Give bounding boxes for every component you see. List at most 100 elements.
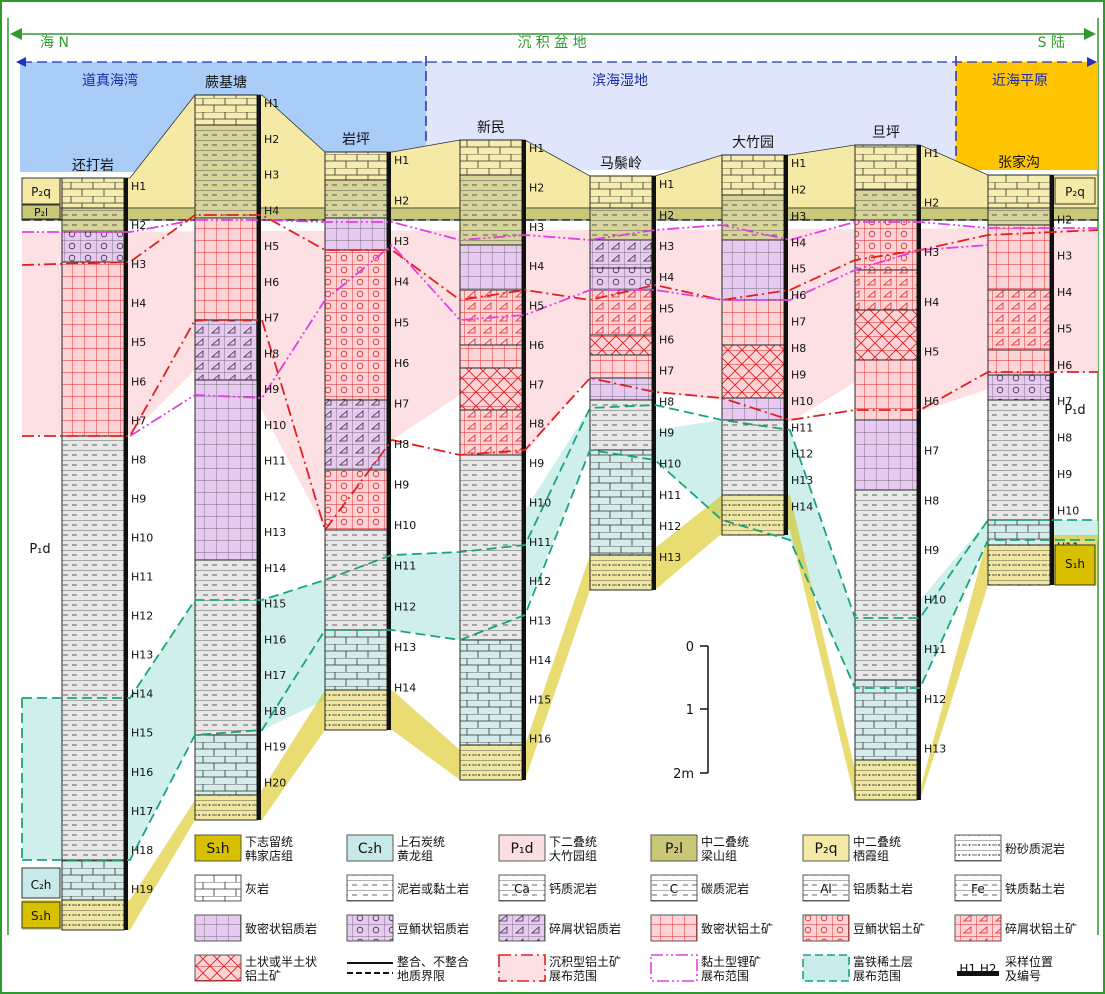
layer-pattern [589, 289, 653, 336]
layer-pattern [61, 207, 125, 221]
sample-label: H4 [264, 204, 279, 217]
sample-label: H5 [1057, 322, 1072, 335]
legend-text: 泥岩或黏土岩 [397, 881, 469, 896]
sample-label: H1 [529, 142, 544, 155]
section-name-juejitang: 蕨基塘 [205, 74, 247, 91]
p2q-tag-right: P₂q [1065, 185, 1085, 199]
sample-label: H9 [529, 457, 544, 470]
legend-text: 中二叠统 [853, 834, 901, 849]
section-column-dazhuyuan [721, 154, 788, 536]
sample-label: H1 [264, 97, 279, 110]
sample-label: H16 [264, 633, 286, 646]
layer-pattern [987, 224, 1051, 291]
sample-label: H12 [394, 600, 416, 613]
p2l-band [21, 207, 1099, 221]
sample-label: H17 [264, 669, 286, 682]
legend-code: P₁d [511, 841, 534, 857]
layer-pattern [194, 94, 258, 126]
legend-swatch [954, 834, 1002, 862]
legend-swatch [498, 874, 546, 902]
sample-label: H15 [264, 598, 286, 611]
sample-label: H1 [791, 157, 806, 170]
sample-label: H10 [1057, 504, 1079, 517]
sample-label: H8 [791, 342, 806, 355]
legend-text: 采样位置 [1005, 954, 1053, 969]
sample-label: H10 [131, 531, 153, 544]
legend-swatch [802, 874, 850, 902]
sample-label: H7 [659, 364, 674, 377]
legend-text: 下二叠统 [549, 835, 597, 849]
layer-pattern [324, 529, 388, 631]
layer-pattern [459, 219, 523, 246]
sample-label: H4 [791, 236, 806, 249]
section-name-masiling: 马鬃岭 [600, 156, 642, 172]
layer-pattern [854, 489, 918, 681]
layer-pattern [721, 299, 785, 346]
legend-item-densebx: 致密状铝土矿 [650, 914, 773, 942]
sample-label: H7 [1057, 395, 1072, 408]
sample-label: H13 [394, 641, 416, 654]
layer-pattern [61, 261, 125, 437]
sample-label: H2 [394, 195, 409, 208]
sample-label: H16 [529, 733, 551, 746]
ree-base-line [22, 449, 1098, 861]
layer-pattern [721, 494, 785, 536]
sample-label: H4 [131, 297, 146, 310]
legend-text: 展布范围 [853, 969, 901, 983]
layer-pattern [324, 151, 388, 181]
layer-pattern [854, 269, 918, 311]
legend-text: 韩家店组 [245, 848, 293, 863]
layer-pattern [987, 174, 1051, 209]
env-bay-label: 道真海湾 [82, 72, 138, 89]
lithium-top-line [22, 219, 1098, 241]
legend-swatch [802, 834, 850, 862]
sample-label: H6 [924, 395, 939, 408]
section-name-xinmin: 新民 [477, 120, 505, 136]
sample-label: H3 [264, 169, 279, 182]
sample-label: H13 [791, 474, 813, 487]
layer-pattern [987, 544, 1051, 586]
legend-swatch [194, 874, 242, 902]
sample-label: H9 [791, 368, 806, 381]
legend-swatch-pattern [651, 915, 697, 941]
legend-swatch-pattern [195, 955, 241, 981]
sample-label: H2 [529, 181, 544, 194]
layer-pattern [589, 334, 653, 356]
layer-pattern [854, 189, 918, 221]
sample-label: H10 [791, 395, 813, 408]
layer-pattern [194, 124, 258, 219]
legend-text: 中二叠统 [701, 834, 749, 849]
sample-label: H2 [924, 197, 939, 210]
arrow-right-icon [1084, 28, 1096, 40]
env-plain-label: 近海平原 [992, 73, 1048, 89]
s1h-tag-box-right [1054, 544, 1096, 586]
sample-label: H5 [131, 336, 146, 349]
sample-bar [522, 140, 526, 780]
legend-text: 致密状铝土矿 [701, 921, 773, 936]
sample-label: H15 [529, 693, 551, 706]
layer-pattern [61, 231, 125, 263]
sample-label: H2 [659, 209, 674, 222]
sample-label: H1 [394, 154, 409, 167]
legend-text: 地质界限 [397, 969, 445, 983]
sample-label: H14 [264, 562, 286, 575]
c2h-tag-left: C₂h [31, 878, 52, 892]
sample-label: H8 [529, 418, 544, 431]
sample-label: H12 [131, 610, 153, 623]
legend-swatch [650, 834, 698, 862]
layer-pattern [459, 367, 523, 411]
legend-item-oolbx: 豆鲕状铝土矿 [802, 914, 925, 942]
layer-pattern [589, 449, 653, 556]
layer-pattern [854, 759, 918, 801]
sample-label: H5 [791, 263, 806, 276]
sample-label: H3 [791, 210, 806, 223]
legend-code: Ca [514, 882, 530, 896]
layer-pattern [459, 639, 523, 746]
bauxite-base-line [22, 319, 1098, 532]
